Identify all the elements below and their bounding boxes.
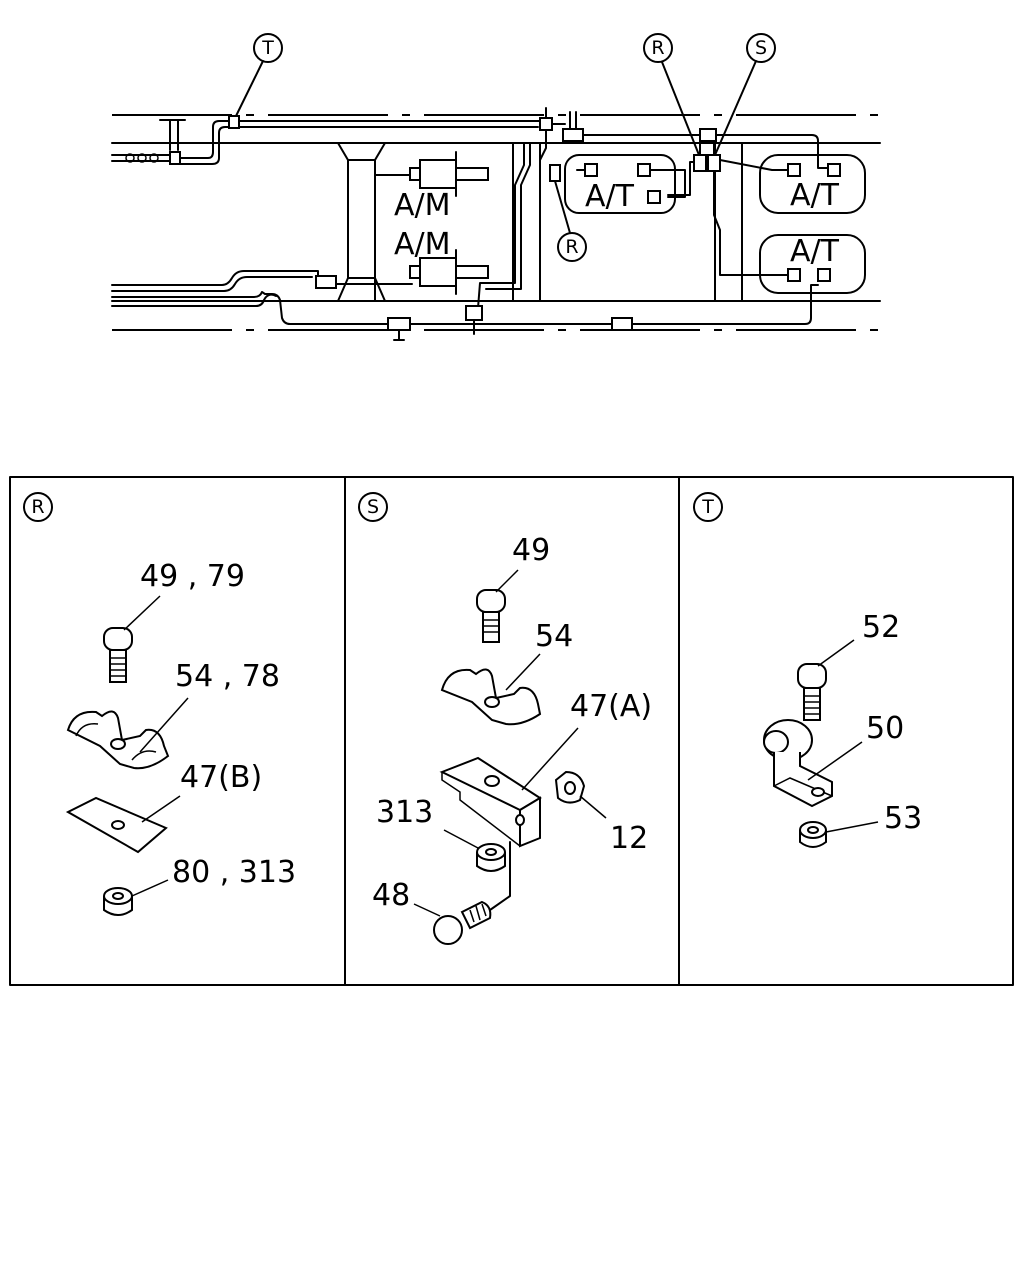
label-at-center: A/T	[585, 179, 635, 214]
clip-icon	[66, 710, 170, 770]
part-label-clip: 54	[535, 619, 573, 654]
part-label-spacer: 313	[376, 795, 433, 830]
panel-s-callout	[358, 492, 388, 522]
nut-icon	[554, 770, 586, 804]
panels-frame	[9, 476, 1014, 986]
part-label-bolt: 49	[512, 533, 550, 568]
part-label-nut: 53	[884, 801, 922, 836]
panel-s-callout-text: S	[367, 496, 379, 518]
part-label-bolt-lower: 48	[372, 878, 410, 913]
svg-text:T: T	[261, 37, 274, 59]
label-am-lower: A/M	[394, 227, 451, 262]
panel-s: S 49 54	[358, 492, 652, 945]
front-cable	[111, 119, 186, 165]
bolt-icon	[476, 589, 506, 643]
at-zone-right-lower	[759, 234, 866, 294]
crossmember-middle	[512, 142, 541, 302]
callout-r-top: R	[643, 33, 700, 156]
at-zone-center	[564, 154, 686, 214]
bracket-icon	[439, 756, 542, 848]
panel-t-callout-text: T	[701, 496, 714, 518]
plate-icon	[65, 796, 168, 854]
nut-icon	[799, 821, 827, 848]
svg-text:R: R	[651, 37, 664, 59]
nut-icon	[103, 887, 133, 916]
actuator-am-upper	[409, 151, 489, 197]
part-label-plate: 47(B)	[180, 760, 262, 795]
at-zone-right-upper	[759, 154, 866, 214]
crossmember-left	[337, 142, 386, 302]
panel-t: T 52 50	[693, 492, 922, 848]
callout-t-top: T	[235, 33, 283, 117]
label-at-right-upper: A/T	[790, 178, 840, 213]
clamp-icon	[763, 719, 833, 808]
label-am-upper: A/M	[394, 188, 451, 223]
pipe-network	[111, 107, 829, 341]
part-label-nut: 80 , 313	[172, 855, 296, 890]
bolt-icon	[797, 663, 827, 721]
detail-panels: R 49 , 79 54 , 78 47(B)	[9, 476, 1014, 986]
part-label-clip: 54 , 78	[175, 659, 280, 694]
part-label-bolt: 52	[862, 610, 900, 645]
spacer-icon	[476, 843, 506, 872]
panel-r-callout-text: R	[31, 496, 44, 518]
clip-t-location	[228, 115, 240, 129]
callout-s-top: S	[714, 33, 776, 156]
label-at-right-lower: A/T	[790, 234, 840, 269]
clip-icon	[440, 668, 542, 726]
part-label-clamp: 50	[866, 711, 904, 746]
chassis-overview: A/M A/M A/T A/T A/T T	[111, 33, 881, 341]
part-label-bolt: 49 , 79	[140, 559, 245, 594]
panel-t-callout	[693, 492, 723, 522]
bolt-icon	[433, 841, 511, 945]
part-label-bracket: 47(A)	[570, 689, 652, 724]
actuator-am-lower	[409, 249, 489, 295]
part-label-nut: 12	[610, 821, 648, 856]
callout-r-mid: R	[557, 232, 587, 262]
panel-r-callout	[23, 492, 53, 522]
bolt-icon	[103, 627, 133, 683]
panel-r: R 49 , 79 54 , 78 47(B)	[23, 492, 296, 916]
svg-text:S: S	[755, 37, 767, 59]
svg-text:R: R	[565, 236, 578, 258]
